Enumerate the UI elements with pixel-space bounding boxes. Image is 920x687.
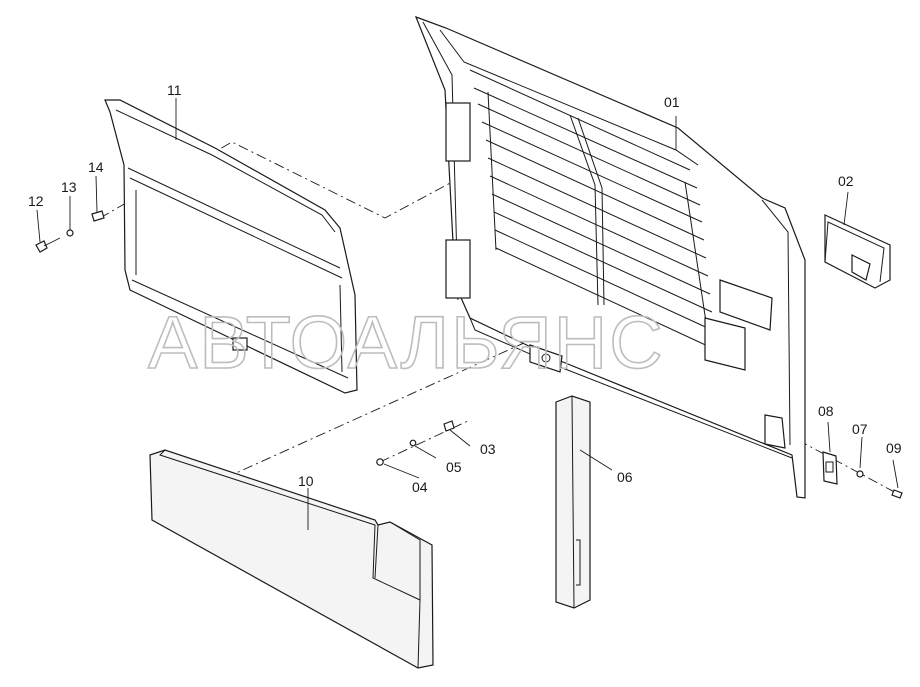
callout-05: 05 xyxy=(446,459,462,475)
frame-11 xyxy=(104,99,358,394)
callout-12: 12 xyxy=(28,193,44,209)
grille-panel xyxy=(414,15,806,499)
seal-06 xyxy=(555,395,591,609)
fasteners-left xyxy=(35,210,105,253)
hinge-top xyxy=(445,102,471,162)
callout-labels: 01 02 03 04 05 06 07 08 09 10 11 12 13 1… xyxy=(28,82,902,495)
hinge-bottom xyxy=(445,239,471,299)
washers-nuts xyxy=(376,420,455,466)
callout-11: 11 xyxy=(167,82,182,98)
watermark-text: АВТОАЛЬЯНС xyxy=(148,301,665,384)
bracket-02 xyxy=(824,214,891,289)
latch-parts xyxy=(822,451,903,499)
callout-02: 02 xyxy=(838,173,854,189)
callout-07: 07 xyxy=(852,421,868,437)
callout-08: 08 xyxy=(818,403,834,419)
callout-04: 04 xyxy=(412,479,428,495)
foam-10 xyxy=(149,449,434,669)
frame-clip xyxy=(232,337,248,351)
callout-03: 03 xyxy=(480,441,496,457)
leader-lines xyxy=(36,98,899,530)
callout-10: 10 xyxy=(298,473,314,489)
callout-13: 13 xyxy=(61,179,77,195)
callout-14: 14 xyxy=(88,159,104,175)
callout-06: 06 xyxy=(617,469,633,485)
callout-01: 01 xyxy=(664,94,680,110)
callout-09: 09 xyxy=(886,440,902,456)
